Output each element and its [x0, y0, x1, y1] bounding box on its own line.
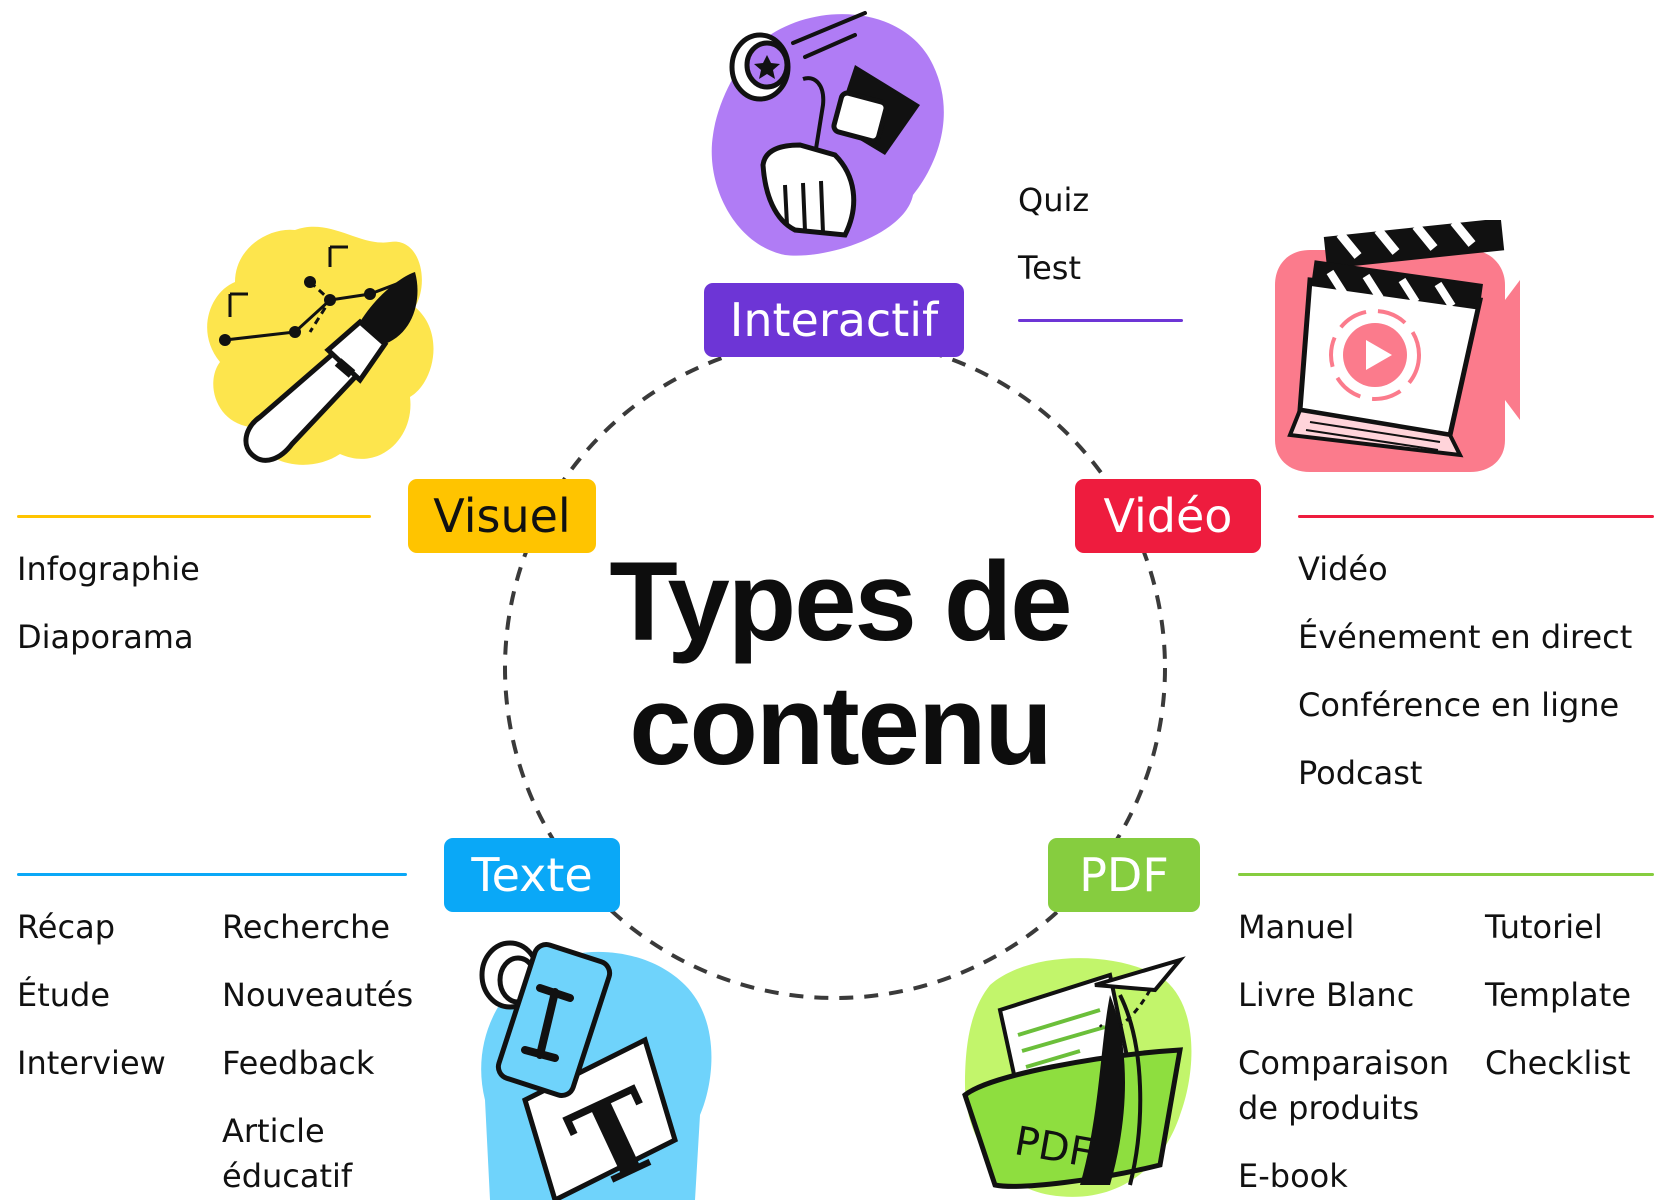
item-test: Test — [1018, 249, 1082, 287]
item-de-produits: de produits — [1238, 1089, 1420, 1127]
badge-pdf: PDF — [1048, 838, 1200, 912]
item-tutoriel: Tutoriel — [1485, 908, 1603, 946]
item-video: Vidéo — [1298, 550, 1388, 588]
badge-interactif: Interactif — [704, 283, 964, 357]
item-manuel: Manuel — [1238, 908, 1355, 946]
item-recherche: Recherche — [222, 908, 391, 946]
rule-visuel — [17, 515, 371, 518]
item-template: Template — [1485, 976, 1632, 1014]
badge-texte: Texte — [444, 838, 620, 912]
rule-texte — [17, 873, 407, 876]
item-educatif: éducatif — [222, 1157, 353, 1195]
clapperboard-laptop-icon — [1275, 220, 1520, 472]
rule-video — [1298, 515, 1654, 518]
badge-video: Vidéo — [1075, 479, 1261, 553]
item-checklist: Checklist — [1485, 1044, 1631, 1082]
item-diaporama: Diaporama — [17, 618, 194, 656]
paintbrush-icon — [207, 226, 434, 465]
item-infographie: Infographie — [17, 550, 200, 588]
smartwatch-hand-icon — [711, 11, 944, 256]
diagram-title: Types de contenu — [560, 540, 1120, 788]
item-podcast: Podcast — [1298, 754, 1423, 792]
item-livre-blanc: Livre Blanc — [1238, 976, 1415, 1014]
item-interview: Interview — [17, 1044, 166, 1082]
item-evenement: Événement en direct — [1298, 618, 1633, 656]
item-recap: Récap — [17, 908, 115, 946]
rule-pdf — [1238, 873, 1654, 876]
text-stamp-icon: T — [479, 940, 712, 1200]
item-feedback: Feedback — [222, 1044, 375, 1082]
item-etude: Étude — [17, 976, 111, 1014]
title-line-2: contenu — [629, 663, 1053, 788]
item-quiz: Quiz — [1018, 181, 1090, 219]
item-comparaison: Comparaison — [1238, 1044, 1450, 1082]
title-line-1: Types de — [609, 539, 1072, 664]
item-article: Article — [222, 1112, 325, 1150]
badge-visuel: Visuel — [408, 479, 596, 553]
item-conference: Conférence en ligne — [1298, 686, 1620, 724]
item-ebook: E-book — [1238, 1157, 1348, 1195]
pdf-folder-icon: PDF — [962, 956, 1192, 1197]
item-nouveautes: Nouveautés — [222, 976, 414, 1014]
rule-interactif — [1018, 319, 1183, 322]
